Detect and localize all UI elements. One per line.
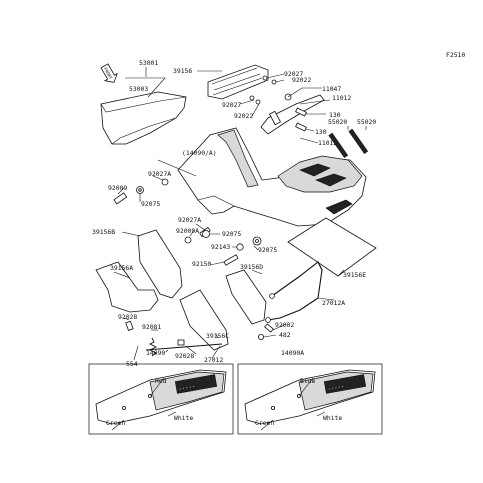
label-39156a: 39156A (110, 264, 133, 272)
label-92150: 92150 (192, 260, 211, 268)
label-92075-a: 92075 (141, 200, 160, 208)
inset-left: ····· Red Green White (88, 363, 234, 435)
seat (100, 91, 187, 145)
label-92022-a: 92022 (292, 76, 311, 84)
label-39156: 39156 (173, 67, 192, 75)
inset-right-color-left: Green (255, 419, 274, 427)
label-92027a-a: 92027A (148, 170, 171, 178)
label-11012-b: 11012 (318, 139, 337, 147)
label-39156c: 39156C (206, 332, 229, 340)
spring (148, 337, 158, 357)
label-14090a-ref: (14090/A) (182, 149, 217, 157)
label-92075-c: 92075 (258, 246, 277, 254)
label-92027-b: 92027 (222, 101, 241, 109)
label-55020-b: 55020 (357, 118, 376, 126)
label-92027a-b: 92027A (178, 216, 201, 224)
front-marker: FRONT (103, 67, 114, 81)
label-92022-b: 92022 (234, 112, 253, 120)
label-92028-b: 92028 (175, 352, 194, 360)
label-92009: 92009 (108, 184, 127, 192)
label-11047: 11047 (322, 85, 341, 93)
label-14090a: 14090A (281, 349, 304, 357)
label-92009a: 92009A (176, 227, 199, 235)
tail-cover (207, 64, 269, 100)
label-92143: 92143 (211, 243, 230, 251)
decal-strips (328, 128, 369, 159)
bracket (260, 93, 325, 135)
label-92028-a: 92028 (118, 313, 137, 321)
inset-right: ····· Blue Green White (237, 363, 383, 435)
label-92081: 92081 (142, 323, 161, 331)
label-27012a: 27012A (322, 299, 345, 307)
label-92002: 92002 (275, 321, 294, 329)
label-53003: 53003 (129, 85, 148, 93)
label-14090: 14090 (146, 349, 165, 357)
label-11012-a: 11012 (332, 94, 351, 102)
pad-39156b (137, 229, 183, 299)
label-53001: 53001 (139, 59, 158, 67)
inset-right-color-right: White (323, 414, 342, 422)
label-39156d: 39156D (240, 263, 263, 271)
pad-39156d (225, 269, 267, 325)
label-130-b: 130 (315, 128, 327, 136)
inset-left-color-top: Red (155, 377, 167, 385)
label-39156e: 39156E (343, 271, 366, 279)
label-130-a: 130 (329, 111, 341, 119)
svg-text:·····: ····· (327, 384, 345, 393)
svg-text:·····: ····· (178, 384, 196, 393)
label-482: 482 (279, 331, 291, 339)
figure-code: F2510 (446, 51, 465, 59)
label-92027-a: 92027 (284, 70, 303, 78)
label-92075-b: 92075 (222, 230, 241, 238)
label-55020-a: 55020 (328, 118, 347, 126)
inset-left-color-right: White (174, 414, 193, 422)
pad-39156e (287, 217, 377, 277)
label-27012: 27012 (204, 356, 223, 364)
inset-right-color-top: Blue (300, 377, 316, 385)
seat-cowl (177, 127, 367, 227)
front-arrow-icon: FRONT (100, 63, 118, 83)
pad-39156a (95, 261, 159, 313)
label-39156b: 39156B (92, 228, 115, 236)
inset-left-color-left: Green (106, 419, 125, 427)
pad-39156c (179, 289, 229, 351)
bolts-130 (295, 107, 307, 132)
